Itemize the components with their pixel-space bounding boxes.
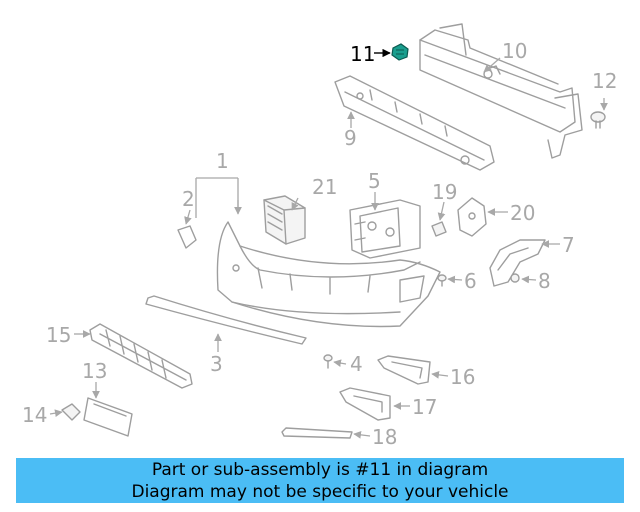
callout-14: 14 bbox=[22, 403, 47, 427]
callout-6: 6 bbox=[464, 269, 477, 293]
callout-13: 13 bbox=[82, 359, 107, 383]
lower-grille-part bbox=[89, 323, 193, 389]
callout-10: 10 bbox=[502, 39, 527, 63]
mounting-bracket-part bbox=[349, 199, 421, 259]
callout-16: 16 bbox=[450, 365, 475, 389]
bumper-cover-part bbox=[216, 221, 441, 328]
retainer-part bbox=[431, 221, 447, 237]
clip-part-11 bbox=[391, 43, 409, 61]
nut-part bbox=[510, 273, 520, 283]
info-banner: Part or sub-assembly is #11 in diagram D… bbox=[16, 458, 624, 503]
impact-bar-part bbox=[419, 23, 583, 159]
callout-11: 11 bbox=[350, 42, 375, 66]
energy-absorber-part bbox=[334, 75, 495, 171]
fog-trim-16-part bbox=[377, 355, 431, 385]
callout-5: 5 bbox=[368, 169, 381, 193]
fastener-14-part bbox=[61, 403, 81, 421]
screw-6-part bbox=[437, 274, 447, 287]
fog-trim-17-part bbox=[339, 387, 391, 421]
callout-12: 12 bbox=[592, 69, 617, 93]
parts-diagram: 1 2 3 4 5 6 7 8 9 10 11 12 13 14 15 16 1… bbox=[22, 23, 617, 449]
callout-21: 21 bbox=[312, 175, 337, 199]
sensor-bracket-part bbox=[263, 195, 306, 245]
bracket-20-part bbox=[457, 197, 487, 237]
callout-20: 20 bbox=[510, 201, 535, 225]
callout-15: 15 bbox=[46, 323, 71, 347]
callout-1: 1 bbox=[216, 149, 229, 173]
callout-17: 17 bbox=[412, 395, 437, 419]
callout-4: 4 bbox=[350, 352, 363, 376]
banner-line-2: Diagram may not be specific to your vehi… bbox=[131, 482, 509, 502]
callout-7: 7 bbox=[562, 233, 575, 257]
leader-lines bbox=[49, 48, 608, 439]
molding-strip-part bbox=[281, 427, 353, 439]
callout-2: 2 bbox=[182, 187, 195, 211]
callout-9: 9 bbox=[344, 126, 357, 150]
callout-19: 19 bbox=[432, 180, 457, 204]
side-guide-part bbox=[489, 239, 546, 287]
clip-2-part bbox=[177, 225, 197, 249]
license-plate-bracket-part bbox=[83, 397, 133, 437]
push-clip-part bbox=[590, 111, 606, 129]
lower-trim-part bbox=[145, 295, 307, 345]
callout-18: 18 bbox=[372, 425, 397, 449]
callout-8: 8 bbox=[538, 269, 551, 293]
callout-3: 3 bbox=[210, 352, 223, 376]
banner-line-1: Part or sub-assembly is #11 in diagram bbox=[151, 460, 489, 480]
screw-4-part bbox=[323, 354, 333, 369]
